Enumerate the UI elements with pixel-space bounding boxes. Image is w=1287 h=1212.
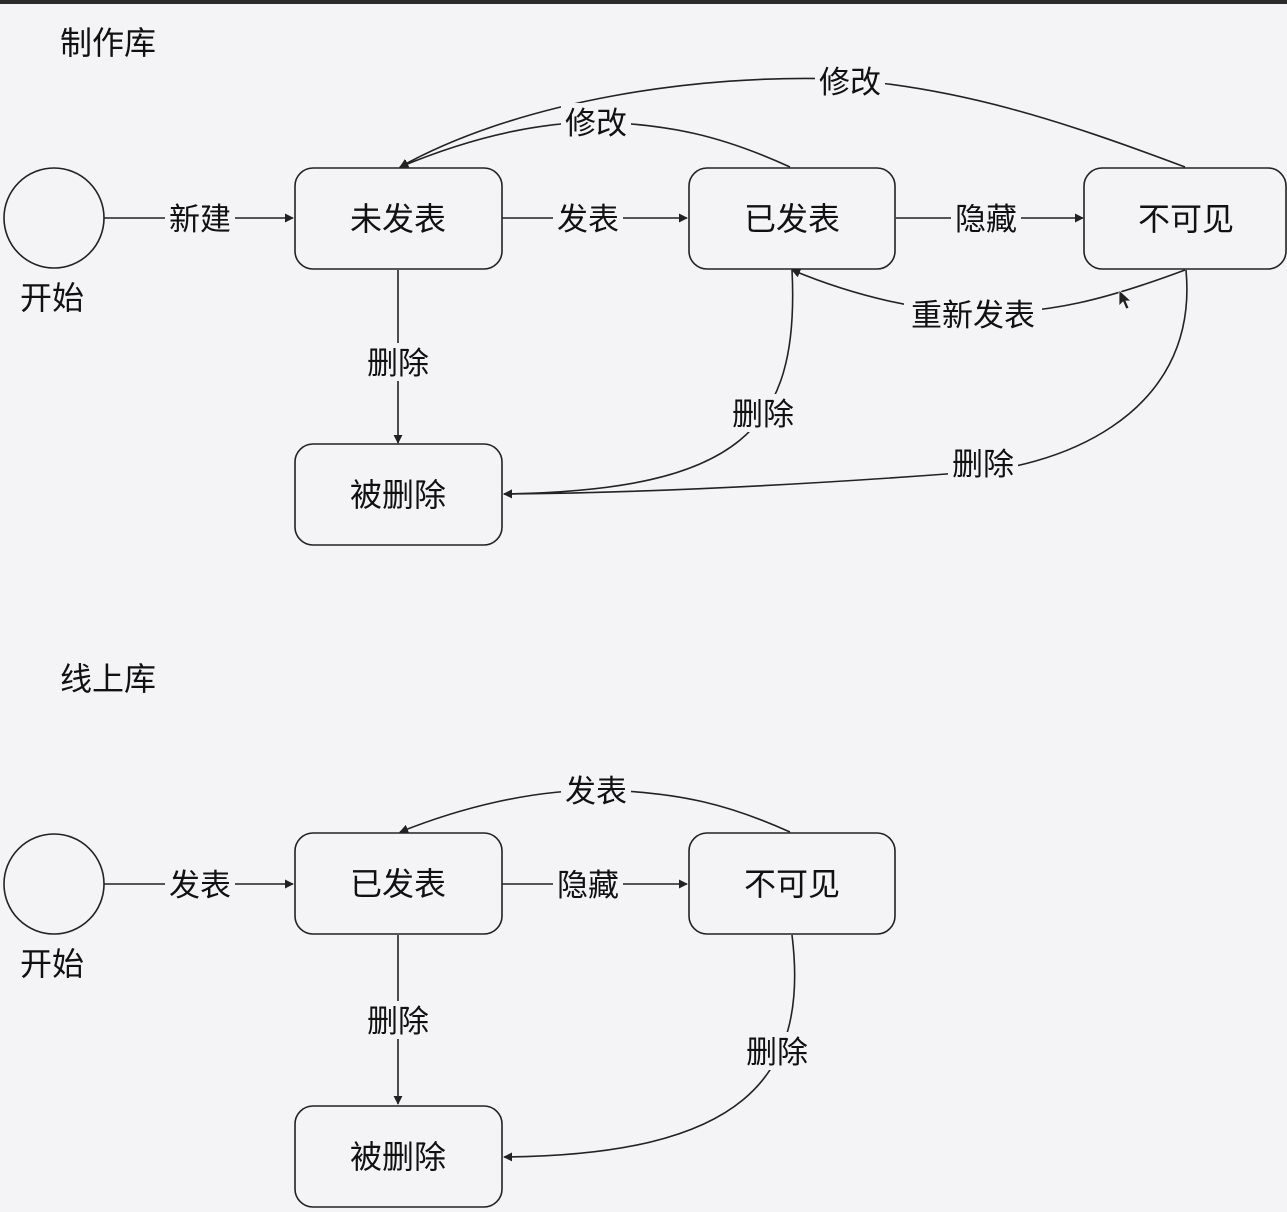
edge-delete-from-published-label: 删除 <box>732 397 794 433</box>
state-published <box>688 167 896 270</box>
online-state-invisible-label: 不可见 <box>744 865 840 903</box>
edge-delete-from-unpublished-label: 删除 <box>367 346 429 382</box>
edge-modify-from-published-label: 修改 <box>565 106 627 142</box>
state-deleted-label: 被删除 <box>350 476 446 514</box>
online-edge-delete-from-invisible <box>503 934 796 1162</box>
online-state-published-label: 已发表 <box>350 865 446 903</box>
online-start-label: 开始 <box>20 945 84 983</box>
edge-republish-label: 重新发表 <box>911 298 1035 334</box>
edge-publish-label: 发表 <box>557 202 619 238</box>
edge-delete-from-invisible-label: 删除 <box>952 447 1014 483</box>
state-deleted <box>294 443 503 546</box>
edge-create-label: 新建 <box>169 202 231 238</box>
edge-hide-label: 隐藏 <box>955 202 1017 238</box>
online-edge-publish-from-start-label: 发表 <box>169 868 231 904</box>
online-state-invisible <box>688 832 896 935</box>
edge-delete-from-published <box>503 269 794 499</box>
online-title: 线上库 <box>60 660 157 698</box>
production-title: 制作库 <box>60 24 157 62</box>
edge-modify-from-invisible-label: 修改 <box>819 65 881 101</box>
online-edge-delete-from-invisible-label: 删除 <box>746 1035 808 1071</box>
online-edge-republish-label: 发表 <box>565 774 627 810</box>
online-state-deleted <box>294 1105 503 1208</box>
state-published-label: 已发表 <box>744 200 840 238</box>
online-edge-hide-label: 隐藏 <box>557 868 619 904</box>
production-start-node <box>3 167 105 269</box>
production-diagram: 开始 未发表 已发表 不可见 被删除 新建 <box>3 62 1287 546</box>
online-edge-delete-from-published-label: 删除 <box>367 1004 429 1040</box>
edge-delete-from-invisible <box>503 269 1188 499</box>
edge-modify-from-invisible <box>399 77 1186 168</box>
production-start-label: 开始 <box>20 279 84 317</box>
cursor-icon <box>1118 289 1133 310</box>
online-state-deleted-label: 被删除 <box>350 1138 446 1176</box>
state-invisible-label: 不可见 <box>1138 200 1234 238</box>
state-invisible <box>1083 167 1287 270</box>
online-start-node <box>3 833 105 935</box>
online-state-published <box>294 832 503 935</box>
state-unpublished-label: 未发表 <box>350 200 446 238</box>
online-diagram: 开始 已发表 不可见 被删除 发表 隐藏 发表 删除 删除 <box>3 771 896 1208</box>
top-border <box>0 0 1287 4</box>
state-unpublished <box>294 167 503 270</box>
